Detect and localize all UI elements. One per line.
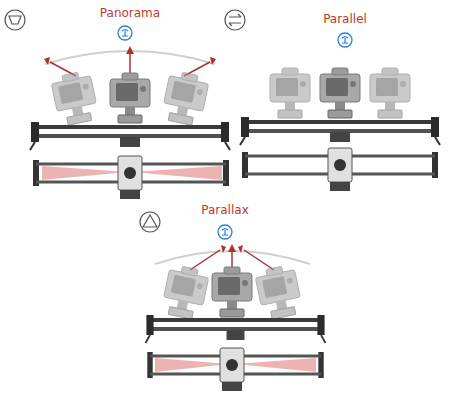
panorama-panel-part <box>132 166 222 180</box>
mode-label: Panorama <box>100 6 160 20</box>
panorama-panel-part <box>5 10 25 30</box>
parallax-panel-part <box>254 264 304 321</box>
panorama-panel-part <box>9 16 21 24</box>
parallax-panel-part <box>220 348 244 391</box>
parallel-panel-part <box>229 14 241 26</box>
parallax-panel-part <box>160 264 210 321</box>
parallel-panel-part <box>328 148 352 191</box>
parallel-panel <box>225 10 440 191</box>
panorama-panel-part <box>118 26 132 40</box>
parallax-panel-part <box>146 315 326 343</box>
panorama-panel-part <box>210 57 216 65</box>
parallel-panel-part <box>240 117 440 145</box>
parallel-panel-part <box>338 33 352 47</box>
parallax-panel-part <box>235 358 316 372</box>
parallax-panel-part <box>228 244 236 252</box>
parallax-panel-part <box>143 215 157 227</box>
parallax-panel-part <box>244 250 274 270</box>
parallax-panel-part <box>221 245 226 253</box>
parallel-panel-part <box>320 68 360 118</box>
panorama-panel-part <box>44 57 50 65</box>
parallax-panel-part <box>238 245 243 253</box>
parallax-panel-part <box>140 212 160 232</box>
panorama-panel-part <box>118 156 142 199</box>
parallax-panel-part <box>212 267 252 317</box>
panorama-panel-part <box>160 70 210 127</box>
parallax-panel-part <box>155 358 229 372</box>
parallax-panel-part <box>218 225 232 239</box>
panorama-panel-part <box>30 122 230 150</box>
panorama-panel <box>5 10 230 199</box>
parallel-panel-part <box>270 68 310 118</box>
parallax-panel <box>140 212 326 391</box>
parallel-panel-part <box>225 10 245 30</box>
mode-label: Parallax <box>201 203 248 217</box>
parallel-panel-part <box>370 68 410 118</box>
parallax-panel-part <box>190 250 220 270</box>
panorama-panel-part <box>126 46 134 54</box>
mode-label: Parallel <box>323 12 367 26</box>
panorama-panel-part <box>110 73 150 123</box>
panorama-panel-part <box>42 166 128 180</box>
panorama-panel-part <box>50 70 100 127</box>
